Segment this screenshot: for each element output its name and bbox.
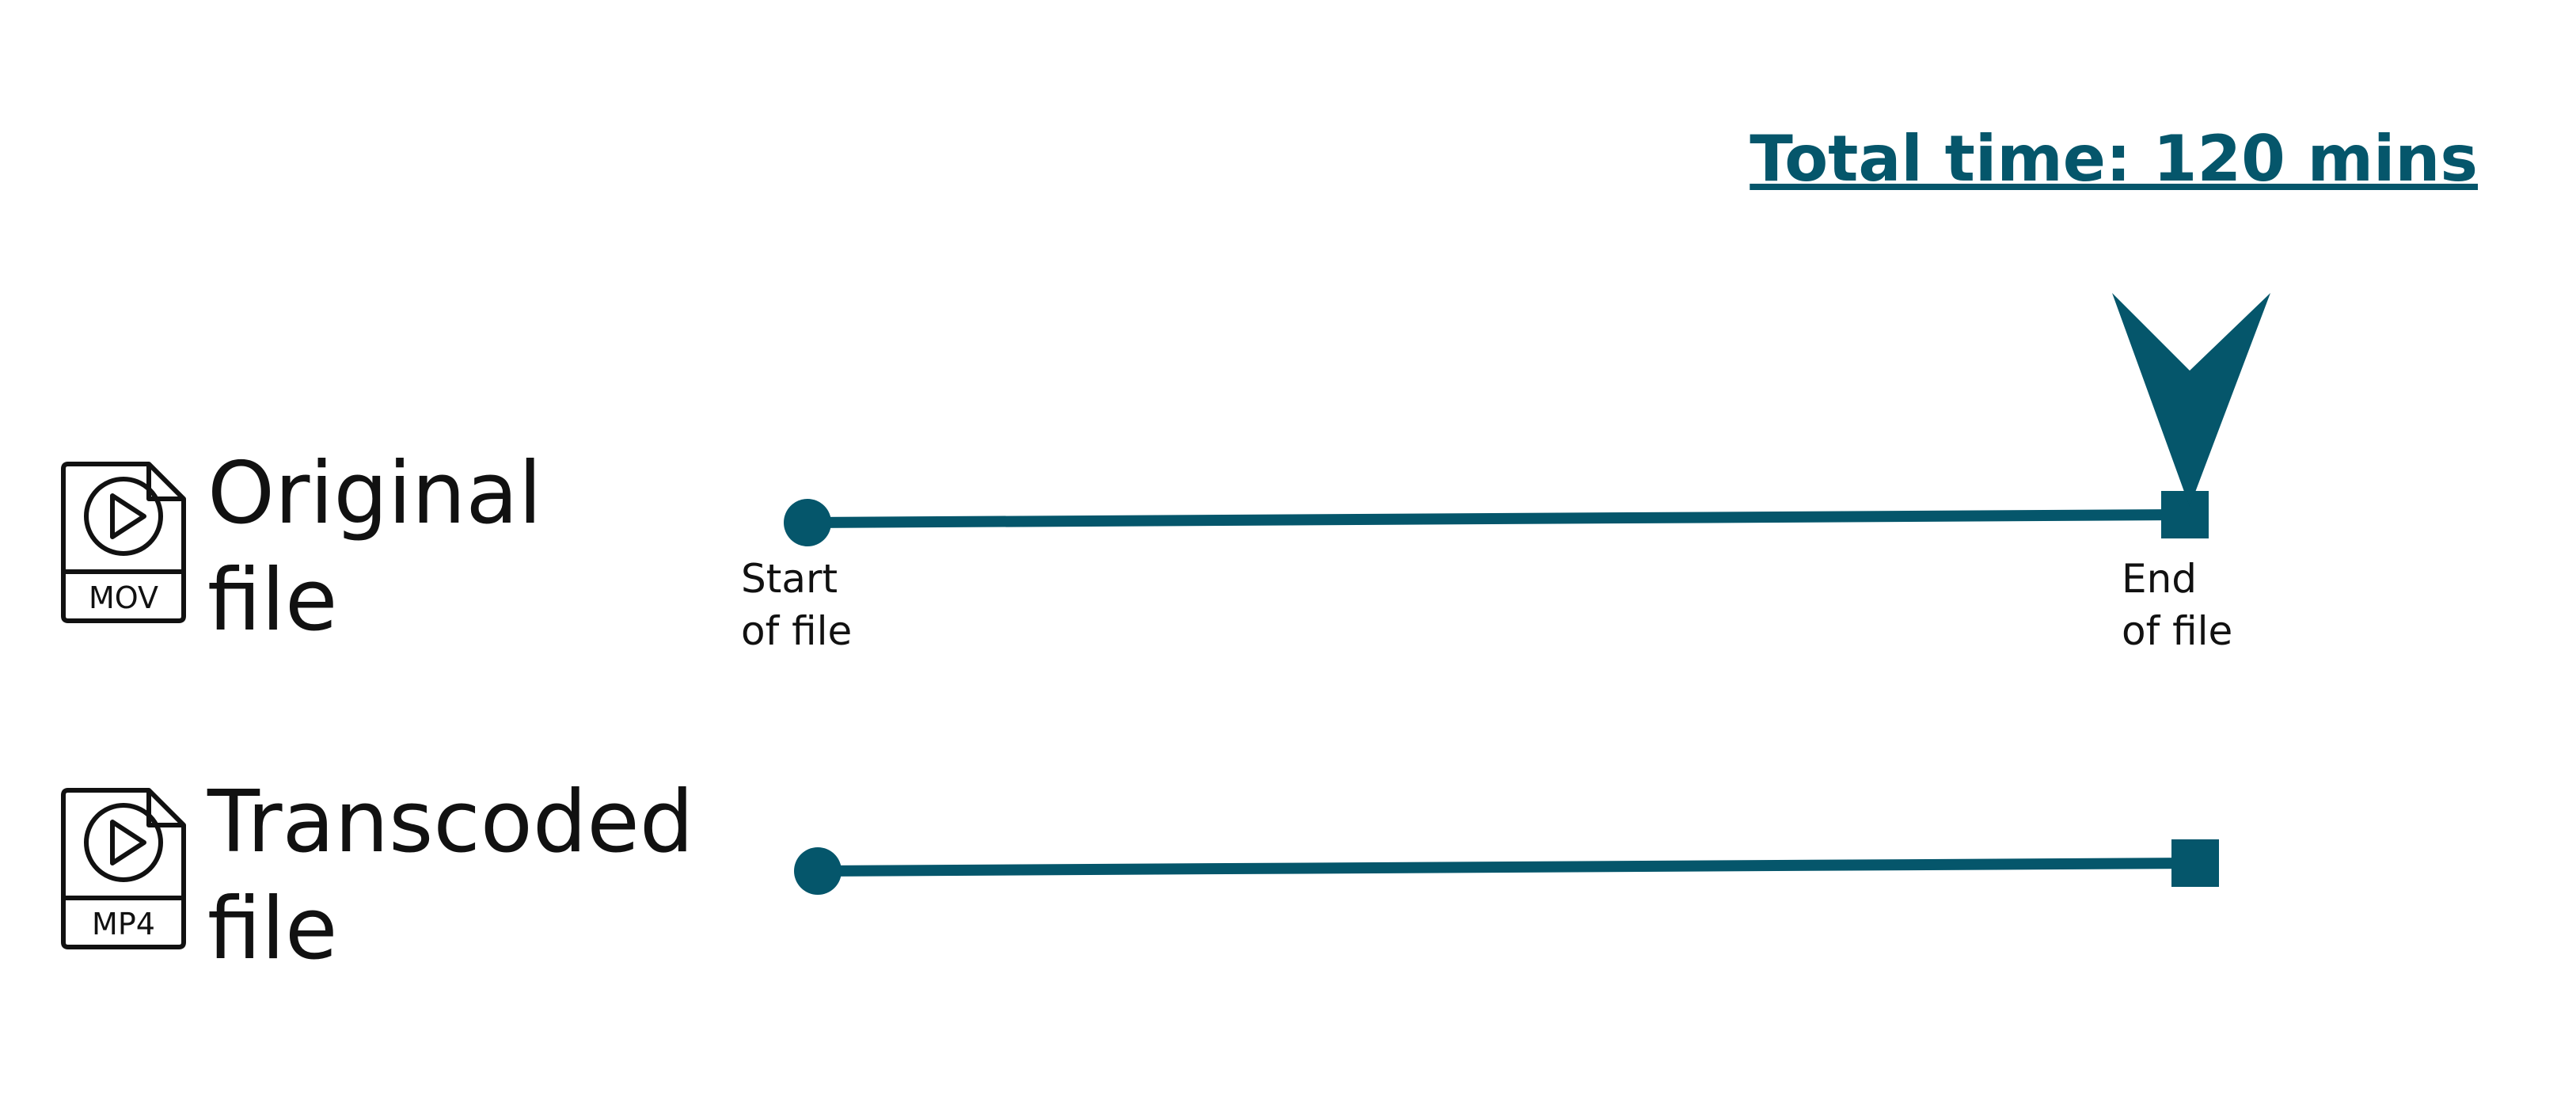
end-of-file-label-line1: End xyxy=(2122,556,2197,602)
end-pointer-arrow xyxy=(2112,293,2270,507)
original-file-row: MOV Original file Start of file End of f… xyxy=(61,293,2270,654)
original-file-start-marker xyxy=(784,499,831,546)
transcoded-file-label-line2: file xyxy=(207,880,337,979)
original-file-label-line1: Original xyxy=(207,444,542,543)
transcoded-file-row: MP4 Transcoded file xyxy=(61,773,2219,979)
transcoded-file-timeline xyxy=(817,858,2196,877)
original-file-label-line2: file xyxy=(207,551,337,650)
transcoded-file-end-marker xyxy=(2171,839,2219,887)
mp4-file-icon xyxy=(61,788,186,949)
mov-file-icon xyxy=(61,462,186,623)
total-time-label: Total time: 120 mins xyxy=(1750,122,2478,196)
start-of-file-label-line1: Start xyxy=(741,556,838,602)
end-of-file-label-line2: of file xyxy=(2122,608,2232,654)
transcoded-file-start-marker xyxy=(794,847,842,895)
original-file-timeline xyxy=(807,509,2186,528)
mp4-file-extension: MP4 xyxy=(92,907,155,942)
mov-file-extension: MOV xyxy=(89,580,158,615)
original-file-end-marker xyxy=(2161,491,2209,538)
transcoded-file-label-line1: Transcoded xyxy=(207,773,693,872)
start-of-file-label-line2: of file xyxy=(741,608,852,654)
